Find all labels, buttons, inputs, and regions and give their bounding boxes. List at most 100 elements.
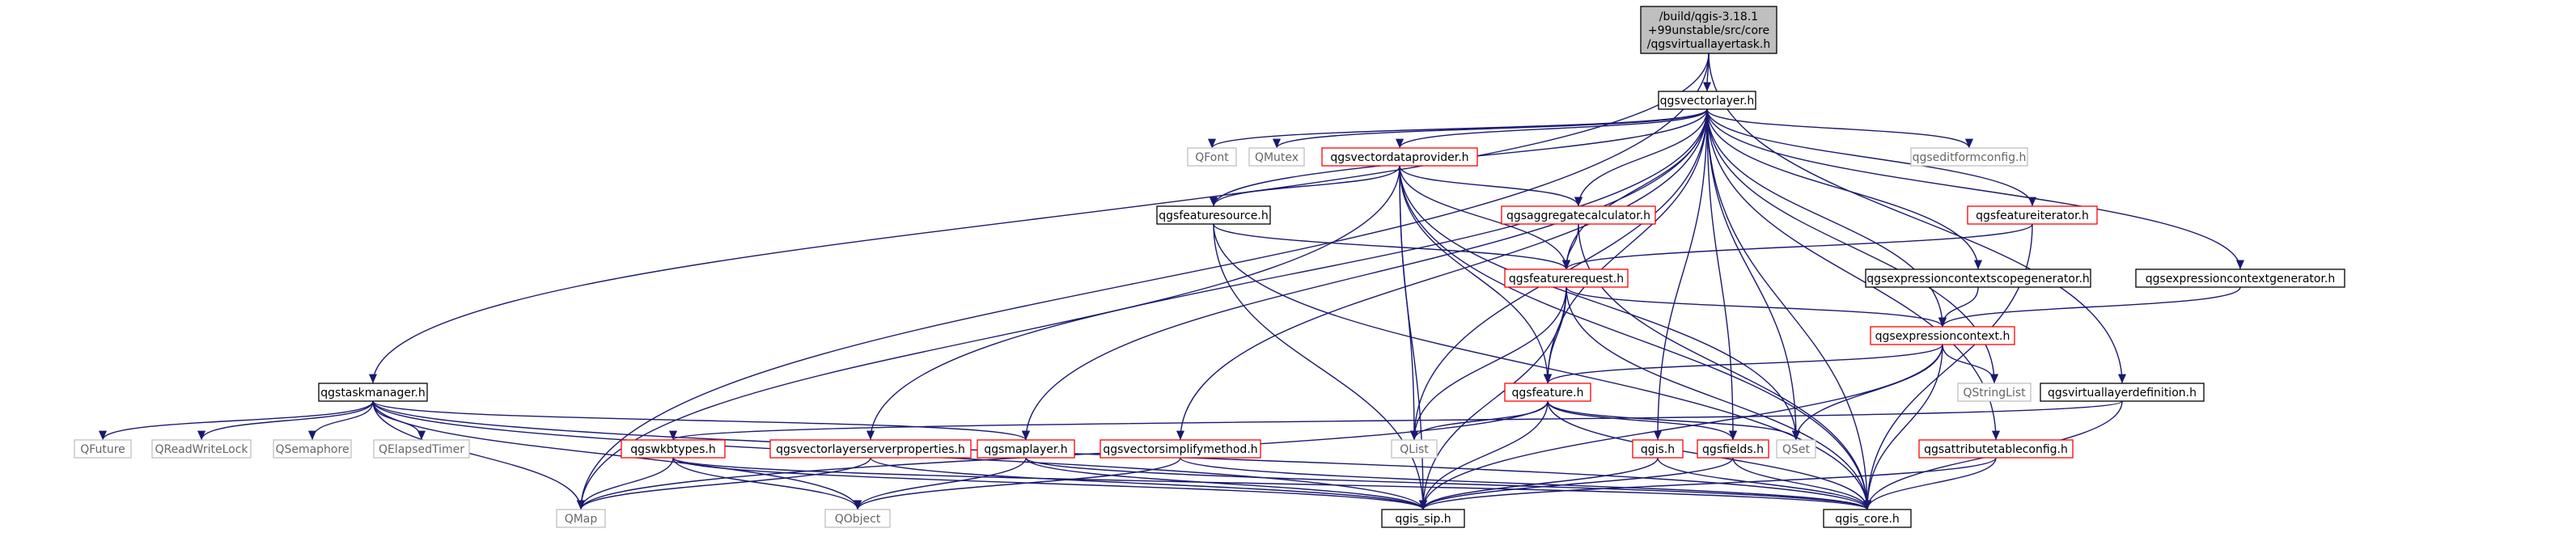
node-qgsvectordataprovider-box	[1321, 147, 1478, 167]
edge-qgswkbtypes-to-qgis_core	[672, 457, 1871, 510]
node-qgsattributetableconfig[interactable]: qgsattributetableconfig.h	[1918, 439, 2074, 459]
node-qgsexpressioncontext[interactable]: qgsexpressioncontext.h	[1870, 326, 2015, 345]
edge-qgsvectordataprovider-to-qset	[1399, 165, 1801, 441]
node-qgsvirtuallayerdefinition[interactable]: qgsvirtuallayerdefinition.h	[2040, 383, 2205, 402]
node-qobject-label: QObject	[835, 513, 881, 526]
node-qobject: QObject	[824, 509, 891, 528]
edge-qgsexpressioncontext-to-qgis_core	[1862, 344, 1943, 510]
edge-qgstaskmanager-to-qreadwritelock	[197, 400, 374, 441]
node-qgsvectordataprovider-label: qgsvectordataprovider.h	[1330, 151, 1468, 164]
edge-qgsvectorlayer-to-qgsexpressioncontextscopegenerator	[1706, 108, 1983, 270]
node-qgsexpressioncontextscopegenerator[interactable]: qgsexpressioncontextscopegenerator.h	[1865, 268, 2091, 288]
edge-qgsvectorlayerserverproperties-to-qgis_sip	[870, 457, 1427, 510]
node-qgsmaplayer[interactable]: qgsmaplayer.h	[977, 439, 1075, 459]
node-qlist-box	[1391, 439, 1438, 459]
edge-qgsattributetableconfig-to-qgis_sip	[1419, 457, 1997, 510]
edge-qgsvectorlayer-to-qgsvectordataprovider	[1396, 108, 1708, 149]
node-qgsattributetableconfig-box	[1918, 439, 2074, 459]
node-qgis[interactable]: qgis.h	[1632, 439, 1684, 459]
edge-qgsfeaturerequest-to-qgsexpressioncontext	[1566, 286, 1947, 328]
node-qgsfeature-box	[1504, 383, 1591, 402]
node-qlist-label: QList	[1400, 443, 1429, 456]
node-qgseditformconfig-box	[1910, 147, 2028, 167]
node-qgsexpressioncontextscopegenerator-box	[1865, 268, 2091, 288]
node-qmap-box	[556, 509, 606, 528]
edge-qgsattributetableconfig-to-qgis_core	[1863, 457, 1997, 510]
edge-qgsmaplayer-to-qobject	[854, 457, 1027, 510]
node-qmutex-label: QMutex	[1255, 151, 1299, 164]
edge-qgsvectordataprovider-to-qgis_core	[1399, 165, 1872, 510]
edge-qgsvectorlayer-to-qgsmaplayer	[1022, 108, 1708, 441]
node-qreadwritelock: QReadWriteLock	[151, 439, 252, 459]
node-root[interactable]: /build/qgis-3.18.1+99unstable/src/core/q…	[1640, 6, 1777, 54]
edge-qgswkbtypes-to-qgis_sip	[672, 457, 1427, 510]
node-qgsfields[interactable]: qgsfields.h	[1697, 439, 1769, 459]
edge-qgswkbtypes-to-qmap	[577, 457, 674, 510]
node-qgsattributetableconfig-label: qgsattributetableconfig.h	[1924, 443, 2068, 456]
node-qgsaggregatecalculator-box	[1501, 205, 1656, 225]
node-qgsfeaturerequest-label: qgsfeaturerequest.h	[1509, 273, 1624, 285]
node-root-label: /qgsvirtuallayertask.h	[1647, 38, 1770, 51]
node-qstringlist-box	[1957, 383, 2032, 402]
dependency-edges	[99, 53, 2244, 510]
node-qgsmaplayer-label: qgsmaplayer.h	[984, 443, 1067, 456]
node-qgsvectorlayer[interactable]: qgsvectorlayer.h	[1658, 91, 1756, 110]
node-qgstaskmanager-box	[318, 383, 428, 402]
edge-qgstaskmanager-to-qobject	[372, 400, 862, 510]
edge-qgsexpressioncontextscopegenerator-to-qgsexpressioncontext	[1938, 286, 1979, 328]
node-qgsfields-box	[1697, 439, 1769, 459]
node-qsemaphore-box	[273, 439, 352, 459]
edge-qgsvectorlayer-to-qgsattributetableconfig	[1706, 108, 2001, 441]
node-qlist: QList	[1391, 439, 1438, 459]
edge-qgsvectorlayer-to-qgis_core	[1706, 108, 1872, 510]
edge-qgsfeature-to-qset	[1547, 400, 1800, 441]
edge-qgsvectorlayer-to-qgsfeatureiterator	[1706, 108, 2036, 207]
edge-qgsfeaturesource-to-qgsfeaturerequest	[1213, 223, 1570, 270]
node-qfont-box	[1187, 147, 1237, 167]
node-qreadwritelock-box	[151, 439, 252, 459]
edge-qgsvectorlayer-to-qfont	[1208, 108, 1708, 149]
node-qfuture: QFuture	[74, 439, 132, 459]
edge-qgsvectorlayer-to-qgis	[1653, 108, 1708, 441]
edge-qgsfeature-to-qgsfields	[1547, 400, 1737, 441]
node-qstringlist: QStringList	[1957, 383, 2032, 402]
edge-qgis-to-qgis_sip	[1419, 457, 1659, 510]
node-qgsfeaturesource-box	[1156, 205, 1271, 225]
node-qobject-box	[824, 509, 891, 528]
node-qgsvectorsimplifymethod[interactable]: qgsvectorsimplifymethod.h	[1099, 439, 1261, 459]
node-qgstaskmanager[interactable]: qgstaskmanager.h	[318, 383, 428, 402]
node-qgsvectordataprovider[interactable]: qgsvectordataprovider.h	[1321, 147, 1478, 167]
node-qgsaggregatecalculator[interactable]: qgsaggregatecalculator.h	[1501, 205, 1656, 225]
header-nodes: /build/qgis-3.18.1+99unstable/src/core/q…	[74, 6, 2345, 528]
node-qgsfeaturesource[interactable]: qgsfeaturesource.h	[1156, 205, 1271, 225]
node-qgsvectorsimplifymethod-label: qgsvectorsimplifymethod.h	[1103, 443, 1257, 456]
node-qgis_core[interactable]: qgis_core.h	[1823, 509, 1912, 528]
edge-qgsexpressioncontext-to-qstringlist	[1942, 344, 1999, 384]
edge-qgsfeaturerequest-to-qgis_core	[1566, 286, 1872, 510]
node-qfuture-box	[74, 439, 132, 459]
edge-qgstaskmanager-to-qfuture	[99, 400, 374, 441]
edge-qgsmaplayer-to-qgis_core	[1025, 457, 1871, 510]
node-qgsexpressioncontextgenerator-box	[2135, 268, 2345, 288]
edge-qgsfields-to-qgis_sip	[1419, 457, 1734, 510]
node-qgsfeatureiterator-box	[1967, 205, 2098, 225]
edge-qgsvectorlayer-to-qgsexpressioncontextgenerator	[1706, 108, 2244, 270]
edge-qgsvectorlayer-to-qgsfields	[1706, 108, 1738, 441]
edge-qgsaggregatecalculator-to-qgis_core	[1578, 223, 1872, 510]
edge-qgsexpressioncontextgenerator-to-qgsexpressioncontext	[1938, 286, 2241, 328]
node-qgsvirtuallayerdefinition-label: qgsvirtuallayerdefinition.h	[2048, 387, 2197, 400]
edge-qgsvectorlayer-to-qgsfeaturerequest	[1561, 108, 1708, 270]
edge-qgsvectordataprovider-to-qgsaggregatecalculator	[1399, 165, 1582, 207]
node-qgswkbtypes[interactable]: qgswkbtypes.h	[621, 439, 726, 459]
node-qgsexpressioncontextgenerator[interactable]: qgsexpressioncontextgenerator.h	[2135, 268, 2345, 288]
node-qgsfeatureiterator[interactable]: qgsfeatureiterator.h	[1967, 205, 2098, 225]
node-qgsaggregatecalculator-label: qgsaggregatecalculator.h	[1506, 209, 1650, 222]
node-qgsfeature[interactable]: qgsfeature.h	[1504, 383, 1591, 402]
node-qgsfeaturerequest[interactable]: qgsfeaturerequest.h	[1504, 268, 1629, 288]
node-qgis_sip[interactable]: qgis_sip.h	[1381, 509, 1465, 528]
node-qsemaphore: QSemaphore	[273, 439, 352, 459]
edge-qgsexpressioncontext-to-qgsfeature	[1544, 344, 1943, 384]
edge-root-to-qgsvirtuallayerdefinition	[1708, 53, 2127, 384]
edge-qgsvectorsimplifymethod-to-qobject	[854, 457, 1181, 510]
node-qgsvectorlayerserverproperties[interactable]: qgsvectorlayerserverproperties.h	[769, 439, 972, 459]
